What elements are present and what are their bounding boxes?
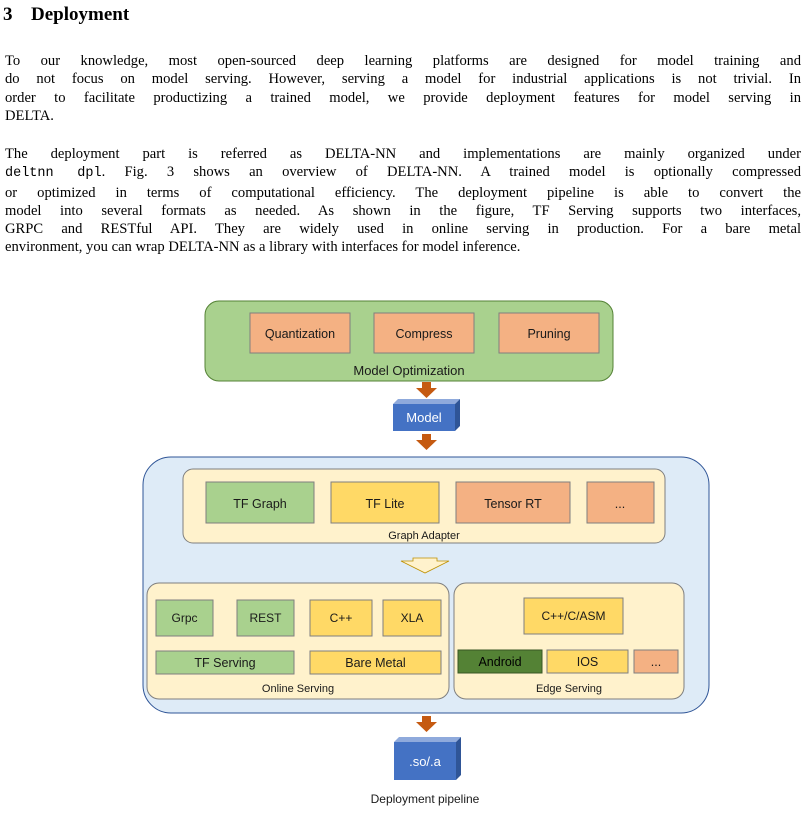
model-optimization-title: Model Optimization (353, 363, 464, 378)
section-number: 3 (3, 4, 13, 25)
compress-label: Compress (396, 327, 453, 341)
grpc-label: Grpc (171, 611, 197, 625)
android-label: Android (478, 655, 521, 669)
output-cube-top (394, 737, 461, 742)
down-arrow (416, 434, 437, 450)
bare-metal-box (309, 650, 442, 675)
tf-graph-box (205, 481, 315, 524)
output-cube-side (456, 737, 461, 780)
more-adapters-label: ... (615, 497, 625, 511)
tf-serving-box (155, 650, 295, 675)
edge-serving-title: Edge Serving (536, 683, 602, 695)
paragraph-line: model into several formats as needed. As… (5, 202, 801, 219)
tf-lite-box (330, 481, 440, 524)
model-cube-side (455, 399, 460, 431)
xla-label: XLA (401, 611, 424, 625)
ios-label: IOS (577, 655, 599, 669)
paragraph-line: DELTA. (5, 107, 54, 124)
more-adapters-box (586, 481, 655, 524)
ios-box (546, 649, 629, 674)
paragraph-intro: To our knowledge, most open-sourced deep… (5, 52, 801, 125)
section-heading: 3 Deployment (3, 4, 129, 26)
model-cube (393, 404, 455, 431)
section-title: Deployment (31, 4, 130, 25)
tf-serving-label: TF Serving (194, 656, 255, 670)
figure-caption: Deployment pipeline (371, 792, 480, 806)
rest-box (236, 599, 295, 637)
paragraph-line: do not focus on model serving. However, … (5, 71, 801, 88)
paragraph-line: deltnn dpl. Fig. 3 shows an overview of … (5, 163, 801, 183)
pruning-box (498, 312, 600, 354)
paragraph-line: GRPC and RESTful API. They are widely us… (5, 221, 801, 238)
paragraph-line: or optimized in terms of computational e… (5, 184, 801, 201)
paragraph-deployment: The deployment part is referred as DELTA… (5, 145, 801, 257)
quantization-box (249, 312, 351, 354)
paragraph-line-rest: . Fig. 3 shows an overview of DELTA-NN. … (101, 164, 802, 181)
android-box (457, 649, 543, 674)
bare-metal-label: Bare Metal (345, 656, 405, 670)
cpp-box (309, 599, 373, 637)
grpc-box (155, 599, 214, 637)
output-cube (394, 742, 456, 780)
output-label: .so/.a (409, 754, 442, 769)
model-label: Model (406, 410, 442, 425)
compress-box (373, 312, 475, 354)
online-serving-title: Online Serving (262, 683, 334, 695)
tf-lite-label: TF Lite (366, 497, 405, 511)
quantization-label: Quantization (265, 327, 335, 341)
down-arrow (416, 716, 437, 732)
code-path: deltnn dpl (5, 166, 102, 182)
more-edge-box (633, 649, 679, 674)
c-asm-label: C++/C/ASM (541, 609, 605, 623)
tensor-rt-box (455, 481, 571, 524)
graph-adapter-title: Graph Adapter (388, 530, 460, 542)
pruning-label: Pruning (527, 327, 570, 341)
down-arrow (416, 382, 437, 398)
rest-label: REST (249, 611, 282, 625)
paragraph-line: The deployment part is referred as DELTA… (5, 146, 801, 162)
tensor-rt-label: Tensor RT (484, 497, 542, 511)
paragraph-line: environment, you can wrap DELTA-NN as a … (5, 239, 521, 256)
cpp-label: C++ (330, 611, 353, 625)
hollow-down-arrow (400, 557, 450, 574)
paragraph-line: order to facilitate productizing a train… (5, 89, 801, 106)
tf-graph-label: TF Graph (233, 497, 287, 511)
model-cube-top (393, 399, 460, 404)
more-edge-label: ... (651, 655, 661, 669)
paragraph-line: To our knowledge, most open-sourced deep… (5, 53, 801, 69)
c-asm-box (523, 597, 624, 635)
xla-box (382, 599, 442, 637)
